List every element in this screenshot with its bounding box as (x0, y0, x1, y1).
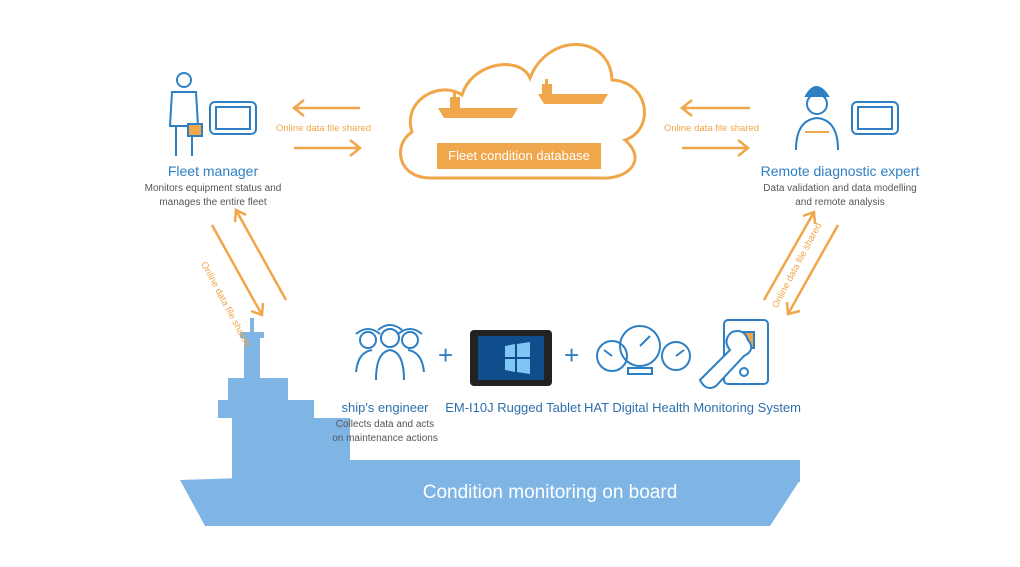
fleet-manager-desc-line2: manages the entire fleet (159, 197, 267, 208)
gauges-icon (596, 325, 691, 375)
cloud-shape (398, 43, 646, 180)
fleet-manager-title: Fleet manager (167, 163, 259, 179)
engineer-desc-line2: on maintenance actions (332, 433, 438, 444)
remote-expert-desc-line1: Data validation and data modelling (763, 183, 917, 194)
cloud-ship-icon (538, 79, 608, 104)
engineers-icon (355, 324, 425, 381)
system-label: HAT Digital Health Monitoring System (584, 400, 801, 415)
fleet-manager-person-icon (168, 72, 203, 156)
flow-arrow-diag-left-down (210, 224, 265, 317)
ship-silhouette (180, 318, 800, 526)
flow-label-left: Online data file shared (276, 123, 372, 134)
flow-arrow-right-bottom (682, 139, 751, 157)
rugged-tablet-image (470, 330, 552, 386)
flow-arrow-right-top (679, 99, 750, 117)
remote-expert-title: Remote diagnostic expert (760, 163, 920, 179)
flow-arrow-left-bottom (294, 139, 363, 157)
cloud-database-label: Fleet condition database (437, 143, 601, 169)
fleet-manager-desc-line1: Monitors equipment status and (144, 183, 282, 194)
plus-sign-2: + (564, 340, 580, 370)
flow-arrow-diag-right-down (785, 224, 840, 316)
fleet-manager-tablet-icon (209, 101, 257, 135)
cloud-ship-icon (438, 92, 518, 118)
flow-arrow-left-top (291, 99, 360, 117)
remote-expert-person-icon (795, 86, 839, 151)
flow-arrow-diag-right-up (762, 210, 817, 301)
engineer-label: ship's engineer (341, 400, 429, 415)
remote-expert-tablet-icon (851, 101, 899, 135)
ship-label: Condition monitoring on board (422, 482, 678, 503)
plus-sign-1: + (438, 340, 454, 370)
flow-label-right: Online data file shared (664, 123, 760, 134)
flow-arrow-diag-left-up (233, 208, 288, 301)
remote-expert-desc-line2: and remote analysis (795, 197, 885, 208)
engineer-desc-line1: Collects data and acts (335, 419, 435, 430)
diagnostic-wrench-icon (698, 319, 769, 389)
tablet-label: EM-I10J Rugged Tablet (445, 400, 581, 415)
